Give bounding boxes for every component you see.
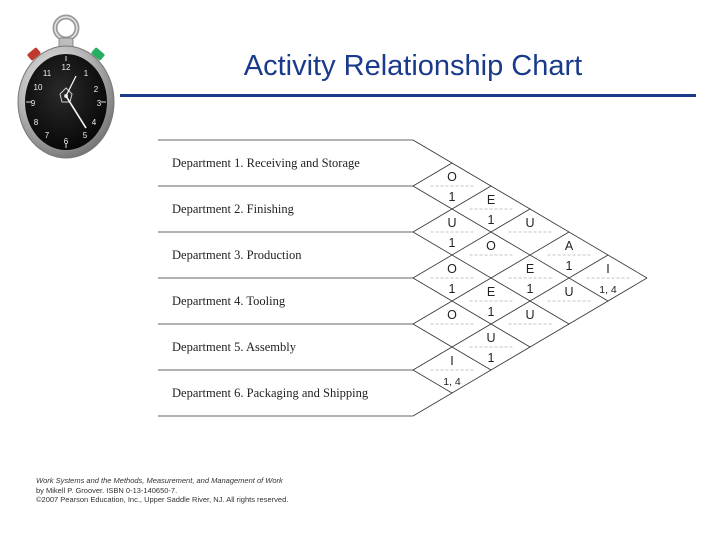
- activity-relationship-chart: Department 1. Receiving and StorageDepar…: [158, 132, 658, 422]
- department-prefix: Department: [172, 156, 234, 170]
- relationship-rating: O: [447, 308, 457, 322]
- department-label: Department 3. Production: [172, 248, 302, 262]
- relationship-reason: 1: [566, 259, 573, 273]
- relationship-rating: A: [565, 239, 574, 253]
- citation-line-1: Work Systems and the Methods, Measuremen…: [36, 476, 456, 486]
- department-label: Department 1. Receiving and Storage: [172, 156, 360, 170]
- relationship-reason: 1: [527, 282, 534, 296]
- svg-text:5: 5: [83, 131, 88, 140]
- relationship-rating: E: [487, 193, 495, 207]
- relationship-cell: I 1, 4: [443, 354, 461, 388]
- svg-text:9: 9: [31, 99, 36, 108]
- relationship-cell: O1: [447, 170, 457, 204]
- department-label: Department 6. Packaging and Shipping: [172, 386, 369, 400]
- department-name: Assembly: [244, 340, 297, 354]
- relationship-cell: O: [486, 239, 496, 253]
- relationship-reason: 1: [449, 190, 456, 204]
- page-title: Activity Relationship Chart: [160, 50, 666, 83]
- svg-text:2: 2: [94, 85, 99, 94]
- grid-line: [413, 278, 530, 347]
- relationship-reason: 1: [488, 305, 495, 319]
- relationship-rating: U: [486, 331, 495, 345]
- citation-line-3: ©2007 Pearson Education, Inc., Upper Sad…: [36, 495, 456, 505]
- relationship-cell: U: [525, 308, 534, 322]
- relationship-cell: E1: [487, 193, 495, 227]
- department-number: 2.: [234, 202, 243, 216]
- relationship-cell: O: [447, 308, 457, 322]
- relationship-cell: I 1, 4: [599, 262, 617, 296]
- department-number: 5.: [234, 340, 243, 354]
- relationship-reason: 1: [449, 282, 456, 296]
- svg-text:3: 3: [97, 99, 102, 108]
- department-prefix: Department: [172, 340, 234, 354]
- svg-text:11: 11: [43, 69, 52, 78]
- svg-text:1: 1: [84, 69, 89, 78]
- department-number: 3.: [234, 248, 243, 262]
- department-label: Department 2. Finishing: [172, 202, 295, 216]
- relationship-rating: O: [447, 262, 457, 276]
- relationship-rating: U: [525, 308, 534, 322]
- department-label: Department 5. Assembly: [172, 340, 297, 354]
- relationship-cell: E1: [526, 262, 534, 296]
- stopwatch-icon: 12 1 2 3 4 5 6 7 8 9 10 11: [14, 14, 118, 162]
- relationship-reason: 1: [449, 236, 456, 250]
- svg-text:10: 10: [34, 83, 43, 92]
- relationship-rating: U: [447, 216, 456, 230]
- department-prefix: Department: [172, 202, 234, 216]
- relationship-reason: 1: [488, 213, 495, 227]
- citation: Work Systems and the Methods, Measuremen…: [36, 476, 456, 505]
- relationship-cell: U: [525, 216, 534, 230]
- department-name: Packaging and Shipping: [244, 386, 369, 400]
- relationship-rating: U: [564, 285, 573, 299]
- department-row-lines: [158, 140, 413, 416]
- svg-text:12: 12: [62, 63, 71, 72]
- relationship-cell: U: [564, 285, 573, 299]
- relationship-rating: O: [447, 170, 457, 184]
- relationship-reason: 1: [488, 351, 495, 365]
- relationship-cell: E1: [487, 285, 495, 319]
- relationship-rating: I: [450, 354, 453, 368]
- department-prefix: Department: [172, 248, 234, 262]
- relationship-cell: U1: [447, 216, 456, 250]
- relationship-rating: U: [525, 216, 534, 230]
- department-number: 6.: [234, 386, 243, 400]
- title-divider: [120, 94, 696, 97]
- department-name: Finishing: [244, 202, 295, 216]
- department-number: 4.: [234, 294, 243, 308]
- department-number: 1.: [234, 156, 243, 170]
- relationship-rating: O: [486, 239, 496, 253]
- relationship-rating: E: [487, 285, 495, 299]
- relationship-rating: I: [606, 262, 609, 276]
- relationship-cell: O1: [447, 262, 457, 296]
- svg-text:7: 7: [45, 131, 50, 140]
- department-name: Tooling: [244, 294, 286, 308]
- relationship-rating: E: [526, 262, 534, 276]
- svg-text:6: 6: [64, 137, 69, 146]
- department-name: Receiving and Storage: [244, 156, 361, 170]
- department-label: Department 4. Tooling: [172, 294, 286, 308]
- department-prefix: Department: [172, 294, 234, 308]
- department-name: Production: [244, 248, 303, 262]
- svg-text:8: 8: [34, 118, 39, 127]
- department-prefix: Department: [172, 386, 234, 400]
- relationship-cell: A1: [565, 239, 574, 273]
- grid-line: [413, 255, 608, 370]
- relationship-reason: 1, 4: [443, 376, 461, 388]
- citation-line-2: by Mikell P. Groover. ISBN 0-13-140650-7…: [36, 486, 456, 496]
- relationship-cell: U1: [486, 331, 495, 365]
- relationship-reason: 1, 4: [599, 284, 617, 296]
- grid-line: [413, 186, 608, 301]
- grid-line: [413, 209, 530, 278]
- svg-text:4: 4: [92, 118, 97, 127]
